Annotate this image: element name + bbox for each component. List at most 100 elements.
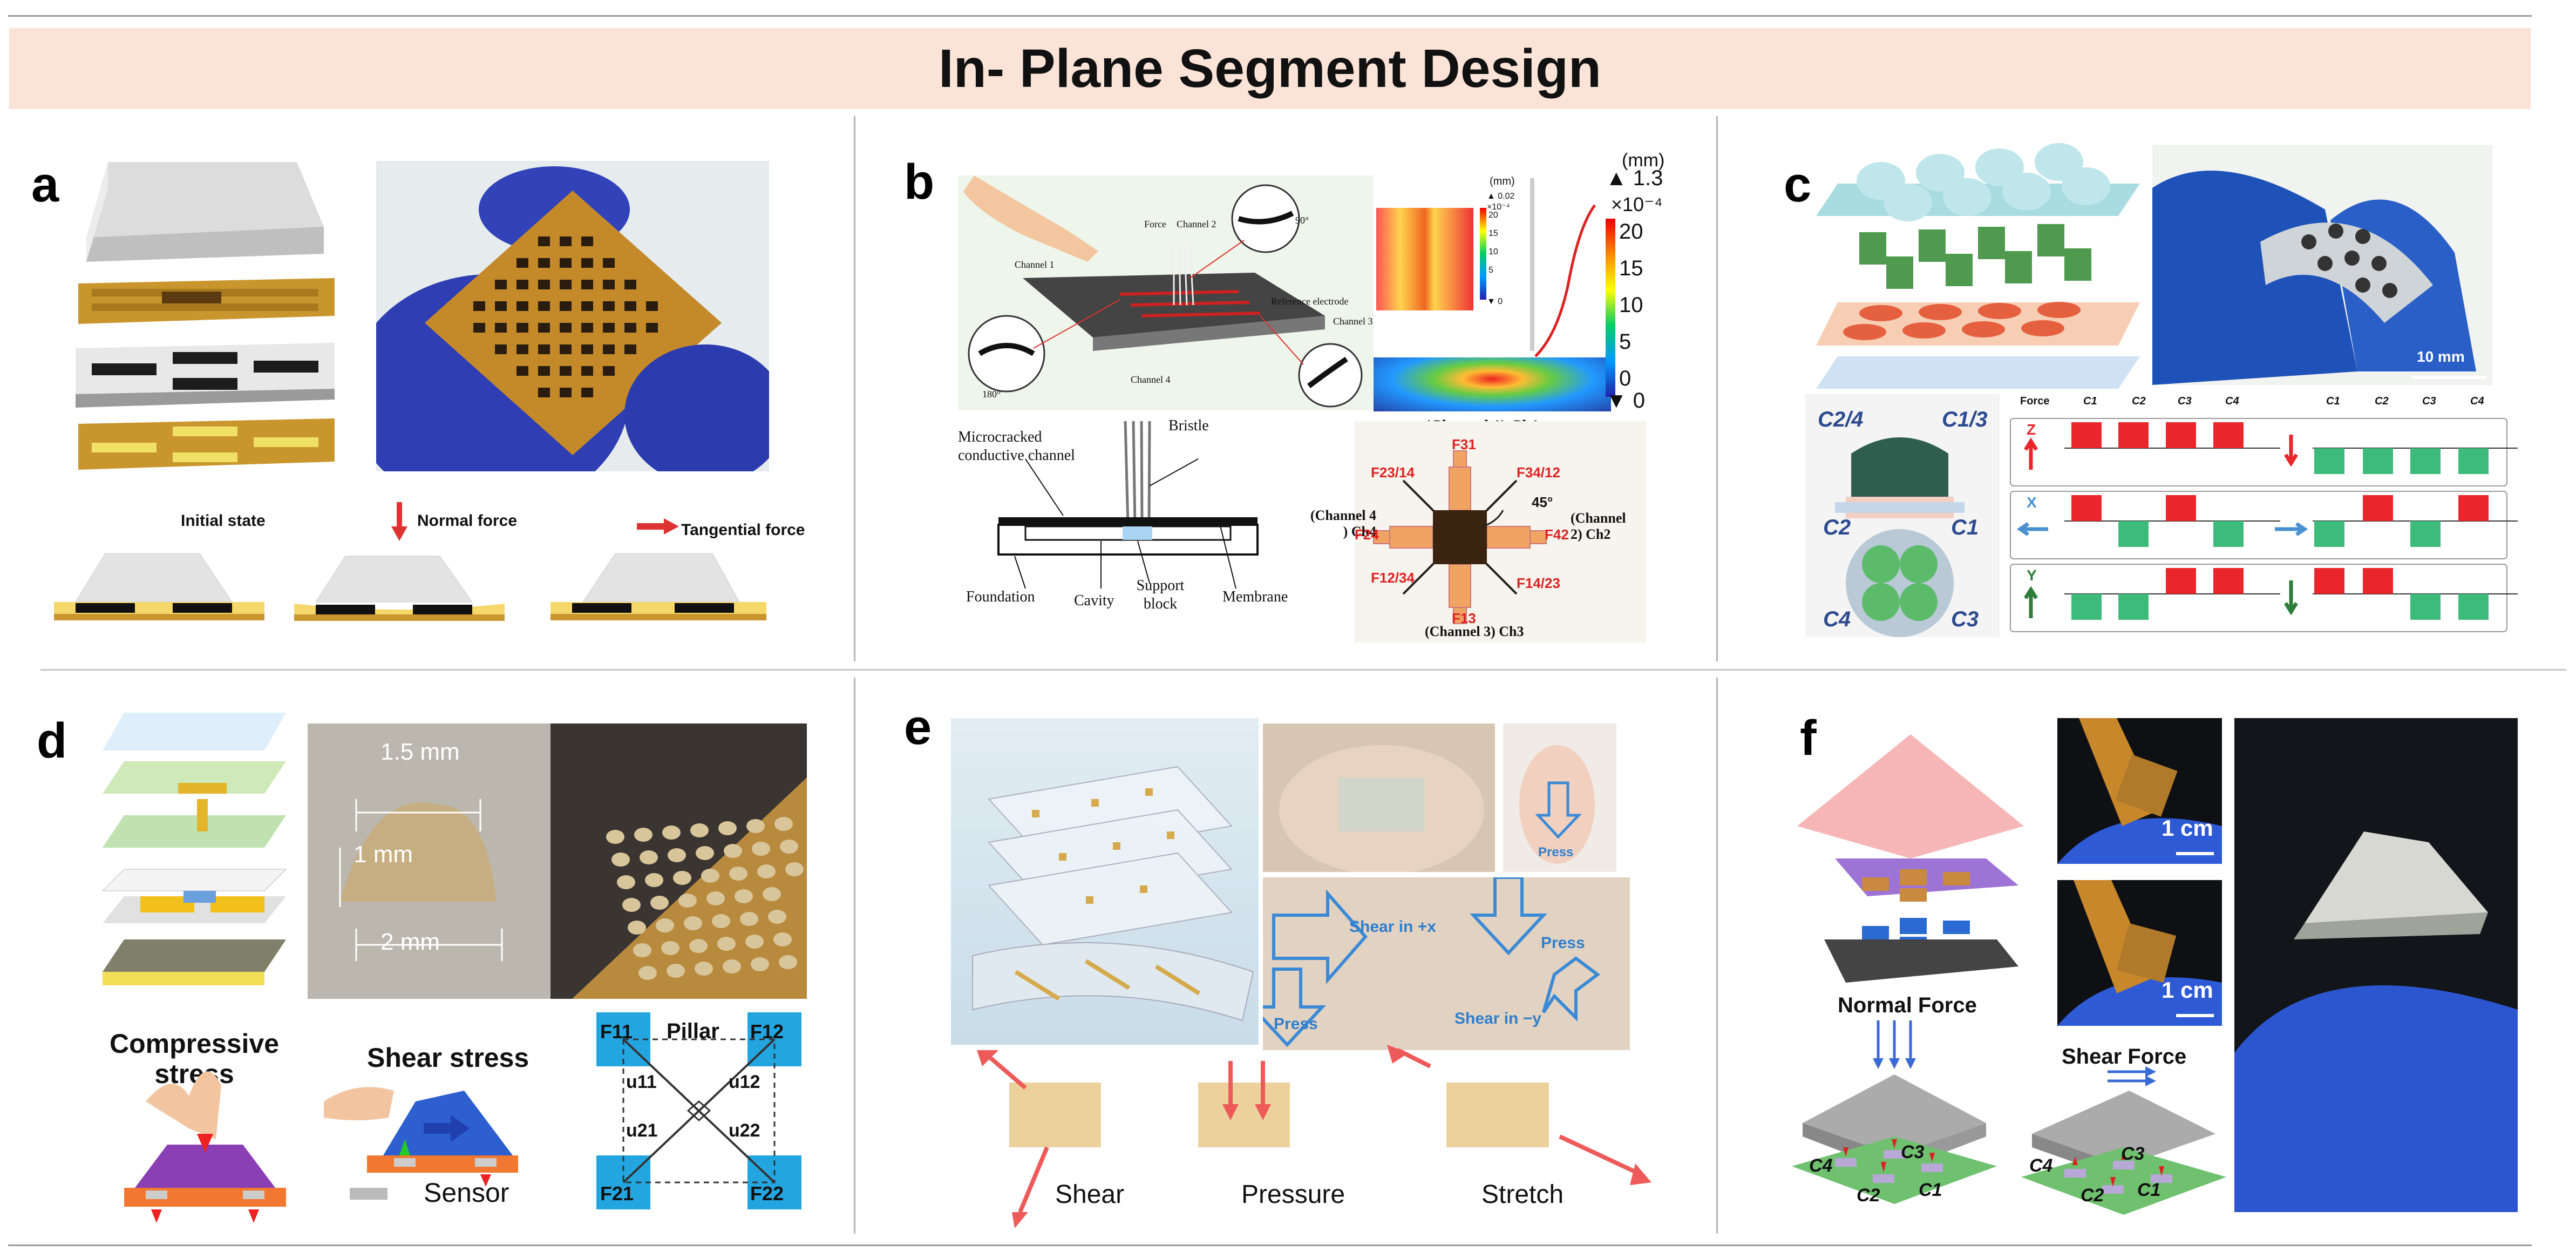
panel-label-c: c <box>1784 157 1812 212</box>
pillar-dot <box>746 819 765 833</box>
cross-f13: F13 <box>1452 610 1476 626</box>
pillar-dot <box>735 889 753 903</box>
u11-label: u11 <box>626 1072 657 1092</box>
pillar-dot <box>712 914 730 928</box>
divider-bc <box>1716 116 1718 661</box>
schematic-drawing-b <box>963 175 1363 408</box>
cross-angle: 45° <box>1532 494 1553 510</box>
signal-bars: Z X Y <box>2010 418 2518 632</box>
sim-min-big: ▼ 0 <box>1606 389 1645 412</box>
pillar-dot <box>779 955 797 969</box>
force-arrow-icon <box>2284 580 2298 616</box>
colorbar-small <box>1480 208 1486 300</box>
panel-label-e: e <box>904 700 932 755</box>
bottom-label-stretch: Stretch <box>1481 1180 1564 1209</box>
signal-axis-label: Y <box>2027 567 2037 584</box>
cross-ch3: (Channel 3) Ch3 <box>1425 624 1524 639</box>
signal-bar <box>2213 521 2244 547</box>
pillar-dot <box>757 864 776 878</box>
state-tangential: Tangential force <box>681 521 805 539</box>
divider-ab <box>854 116 855 661</box>
pillar-dot <box>718 821 737 835</box>
f-label-c2-shear: C2 <box>2081 1185 2104 1206</box>
force-arrow-icon <box>2275 522 2308 536</box>
normal-force-label: Normal Force <box>1838 993 1977 1017</box>
sim-tick-small: 20 <box>1488 211 1498 220</box>
page-title: In- Plane Segment Design <box>938 38 1602 99</box>
press-label-1: Press <box>1538 845 1574 860</box>
label-angle90: 90° <box>1295 215 1309 226</box>
pillar-dot <box>606 830 624 844</box>
table-header-c: C4 <box>2225 395 2239 407</box>
cross-f1234: F12/34 <box>1371 570 1415 586</box>
pillar-dot <box>774 817 793 831</box>
sim-needle <box>1530 178 1534 351</box>
pillar-dot <box>740 912 758 926</box>
pillar-dot <box>768 910 786 924</box>
grid-label-c1: C1 <box>1951 516 1979 539</box>
sensor-photo-f1 <box>2057 718 2222 864</box>
signal-bar <box>2363 495 2393 521</box>
signal-bar <box>2213 422 2244 448</box>
label-channel3: Channel 3 <box>1333 316 1373 327</box>
pillar-dot <box>773 932 792 946</box>
scale-label-c: 10 mm <box>2417 348 2465 365</box>
scale-label-f2: 1 cm <box>2162 977 2213 1003</box>
sim-curve <box>1534 204 1596 357</box>
signal-bar <box>2458 448 2489 474</box>
dim-bot-d: 2 mm <box>380 929 440 955</box>
pillar-dot <box>668 848 686 862</box>
force-arrow-icon <box>2024 437 2038 470</box>
sim-exp-small: ▲ 0.02 ×10⁻⁴ <box>1487 192 1515 212</box>
label-angle180: 180° <box>982 389 1001 400</box>
bottom-label-pressure: Pressure <box>1241 1180 1345 1209</box>
panel-label-a: a <box>31 157 59 212</box>
signal-bar <box>2314 448 2344 474</box>
pillar-dot <box>684 916 702 930</box>
pillar-dot <box>745 935 764 949</box>
signal-axis-label: Z <box>2027 421 2036 438</box>
divider-ef <box>1716 678 1718 1234</box>
pillar-dot <box>656 918 674 932</box>
arrow-down-icon <box>391 502 407 541</box>
pillar-dot <box>701 869 719 883</box>
cross-ch4: (Channel 4 ) Ch4 <box>1310 508 1376 539</box>
panel-label-b: b <box>904 154 935 209</box>
u12-label: u12 <box>729 1072 760 1092</box>
pillar-dot <box>673 871 691 885</box>
signal-axis-label: X <box>2027 494 2037 511</box>
panel-label-d: d <box>37 713 67 768</box>
sim-unit-big: (mm) <box>1622 150 1665 171</box>
pillar-dot <box>678 894 697 908</box>
pillar-dot <box>650 896 669 910</box>
label-support-block: Support block <box>1136 577 1185 612</box>
label-channel4: Channel 4 <box>1131 374 1171 385</box>
pillar-dot <box>638 966 657 980</box>
f-label-c1: C1 <box>1919 1180 1942 1200</box>
title-banner: In- Plane Segment Design <box>9 28 2531 109</box>
sim-max-big: ▲ 1.3 <box>1606 166 1663 190</box>
sim-unit-small: (mm) <box>1490 175 1515 187</box>
sim-exp-big: ×10⁻⁴ <box>1611 193 1663 215</box>
shear-my-label: Shear in −y <box>1454 1010 1541 1027</box>
pillar-dot <box>628 921 646 935</box>
label-cavity: Cavity <box>1074 592 1114 609</box>
force-arrow-icon <box>2016 522 2048 536</box>
signal-bar <box>2410 521 2441 547</box>
signal-bar <box>2314 521 2344 547</box>
pillar-dot <box>690 823 709 837</box>
sim-ticks-small: 20 15 10 5 <box>1488 206 1498 280</box>
press-label-2: Press <box>1541 934 1585 952</box>
state-initial: Initial state <box>181 512 266 530</box>
signal-bar <box>2213 568 2244 594</box>
state-normal: Normal force <box>417 512 518 530</box>
signal-bar <box>2458 495 2489 521</box>
deformation-modes-e <box>977 1045 1651 1228</box>
sensor-photo-c <box>2152 145 2492 385</box>
pillar-dot <box>752 842 770 856</box>
sim-tick-big: 0 <box>1619 367 1632 390</box>
pillar-dot <box>617 875 635 889</box>
label-membrane: Membrane <box>1222 589 1288 605</box>
shear-force-label: Shear Force <box>2062 1045 2187 1068</box>
u21-label: u21 <box>626 1120 658 1141</box>
